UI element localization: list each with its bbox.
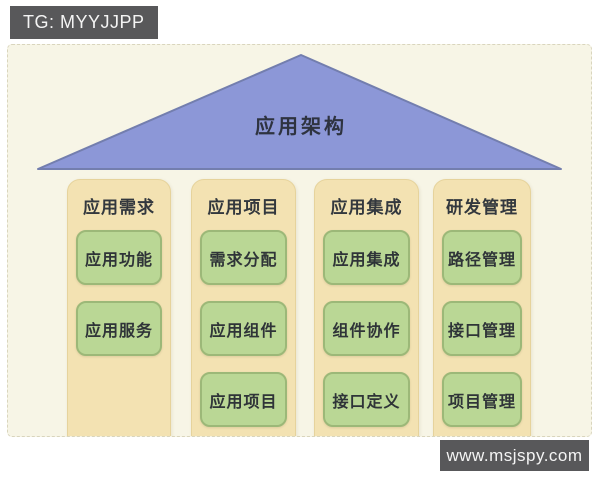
- column-header: 应用集成: [330, 198, 403, 217]
- diagram-item: 接口管理: [442, 301, 522, 356]
- watermark-top-badge: TG: MYYJJPP: [10, 6, 158, 39]
- diagram-item: 接口定义: [323, 372, 410, 427]
- diagram-item: 路径管理: [442, 230, 522, 285]
- column-app-projects: 应用项目 需求分配 应用组件 应用项目: [191, 179, 296, 436]
- diagram-item: 项目管理: [442, 372, 522, 427]
- column-rd-management: 研发管理 路径管理 接口管理 项目管理: [433, 179, 531, 436]
- column-app-requirements: 应用需求 应用功能 应用服务: [67, 179, 171, 436]
- diagram-item: 组件协作: [323, 301, 410, 356]
- roof-triangle: [37, 54, 562, 170]
- column-header: 应用项目: [207, 198, 280, 217]
- column-header: 应用需求: [83, 198, 155, 217]
- diagram-item: 应用组件: [200, 301, 287, 356]
- diagram-canvas: 应用架构 应用需求 应用功能 应用服务 应用项目 需求分配 应用组件 应用项目 …: [7, 44, 592, 437]
- diagram-item: 需求分配: [200, 230, 287, 285]
- watermark-bottom-badge: www.msjspy.com: [440, 440, 589, 471]
- column-app-integration: 应用集成 应用集成 组件协作 接口定义: [314, 179, 419, 436]
- column-header: 研发管理: [446, 198, 518, 217]
- diagram-item: 应用集成: [323, 230, 410, 285]
- diagram-item: 应用服务: [76, 301, 162, 356]
- roof-label: 应用架构: [255, 116, 347, 138]
- diagram-item: 应用功能: [76, 230, 162, 285]
- diagram-item: 应用项目: [200, 372, 287, 427]
